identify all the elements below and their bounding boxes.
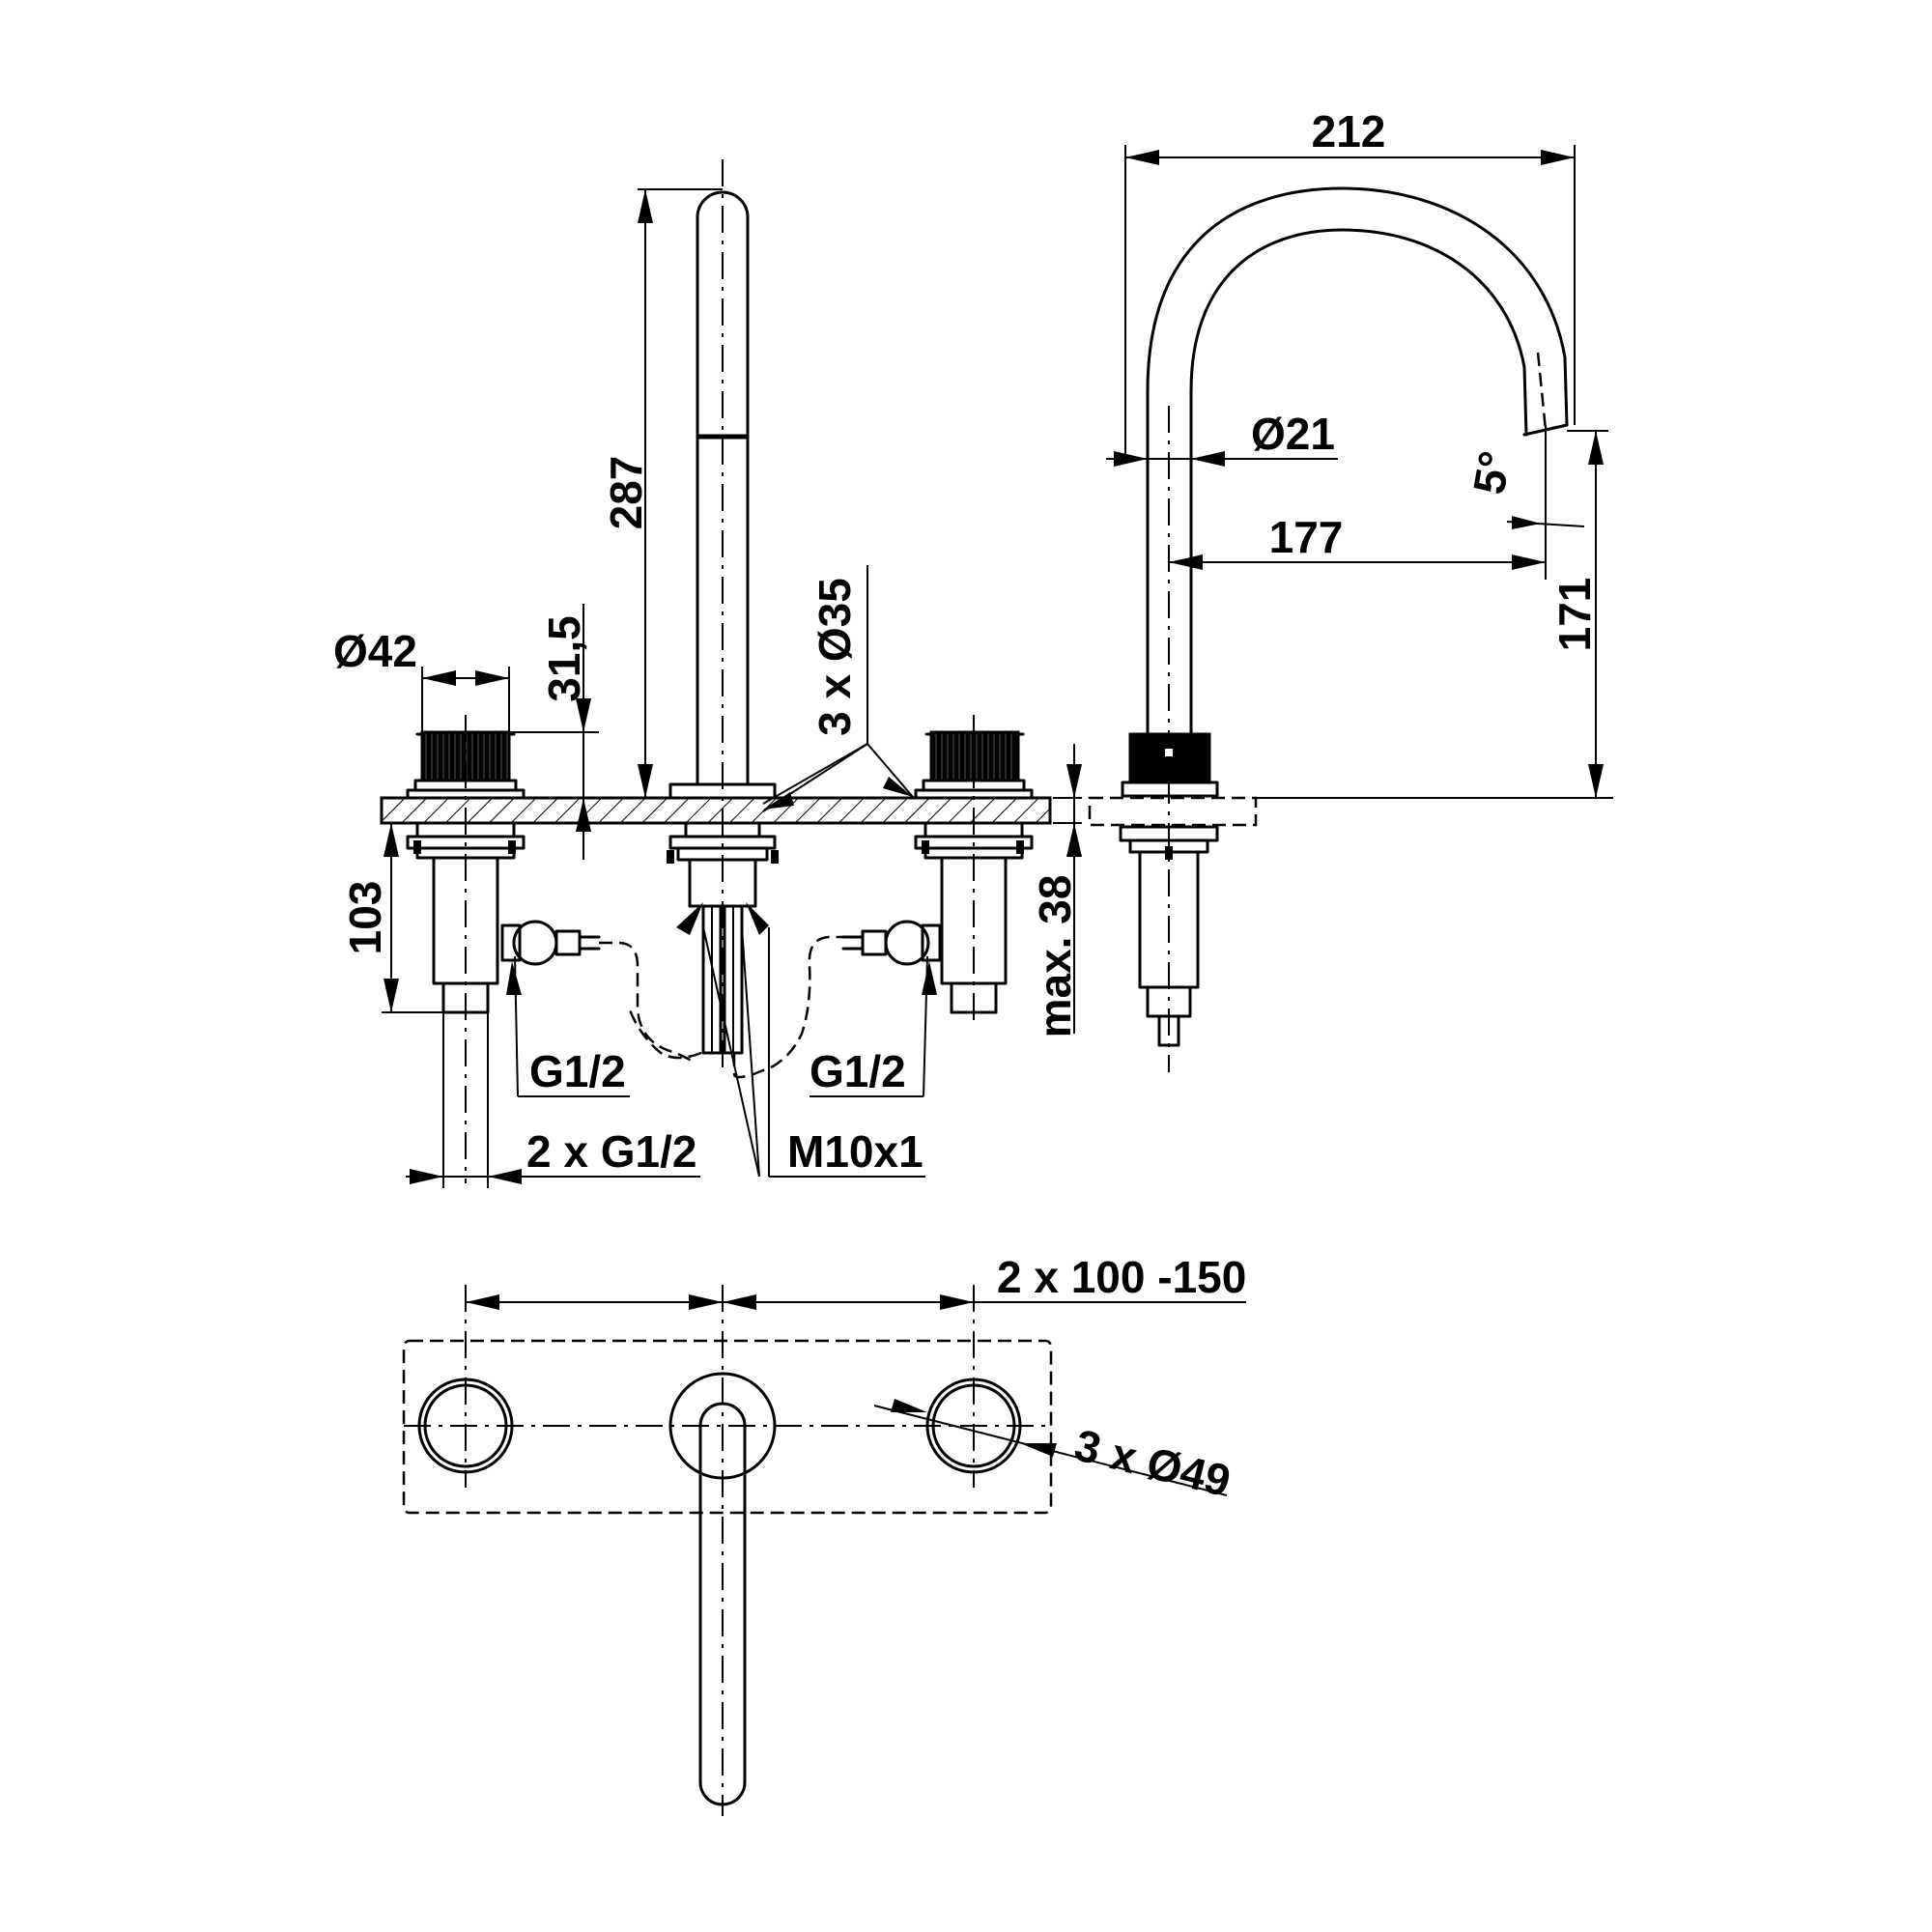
dimension-labels: 212 287 Ø21 177 5° 171 Ø42 31,5 3 x Ø35 … bbox=[333, 106, 1600, 1506]
thread-m10x1: M10x1 bbox=[787, 1126, 923, 1177]
center-spout bbox=[626, 159, 850, 1079]
dim-212: 212 bbox=[1312, 106, 1386, 156]
countertop bbox=[380, 796, 1052, 825]
thread-2x-g12: 2 x G1/2 bbox=[526, 1126, 696, 1177]
plan-view bbox=[402, 1285, 1053, 1816]
side-elevation bbox=[1088, 186, 1569, 1072]
dim-3x49: 3 x Ø49 bbox=[1070, 1419, 1236, 1506]
dim-max-38: max. 38 bbox=[1030, 875, 1080, 1038]
dim-31-5: 31,5 bbox=[539, 615, 589, 702]
dimension-lines bbox=[382, 145, 1613, 1496]
dim-171: 171 bbox=[1549, 578, 1600, 652]
dim-42: Ø42 bbox=[333, 626, 417, 676]
thread-g12-left: G1/2 bbox=[529, 1046, 626, 1096]
left-valve bbox=[406, 715, 696, 1183]
dim-3x35: 3 x Ø35 bbox=[810, 578, 860, 736]
front-elevation bbox=[380, 159, 1052, 1183]
dim-5-deg: 5° bbox=[1463, 447, 1520, 497]
thread-g12-right: G1/2 bbox=[810, 1046, 906, 1096]
dim-177: 177 bbox=[1269, 512, 1344, 562]
dim-287: 287 bbox=[601, 456, 651, 530]
dim-21: Ø21 bbox=[1251, 409, 1335, 459]
dim-2x100-150: 2 x 100 -150 bbox=[997, 1252, 1246, 1302]
dim-103: 103 bbox=[340, 881, 390, 955]
right-valve bbox=[841, 715, 1034, 1024]
